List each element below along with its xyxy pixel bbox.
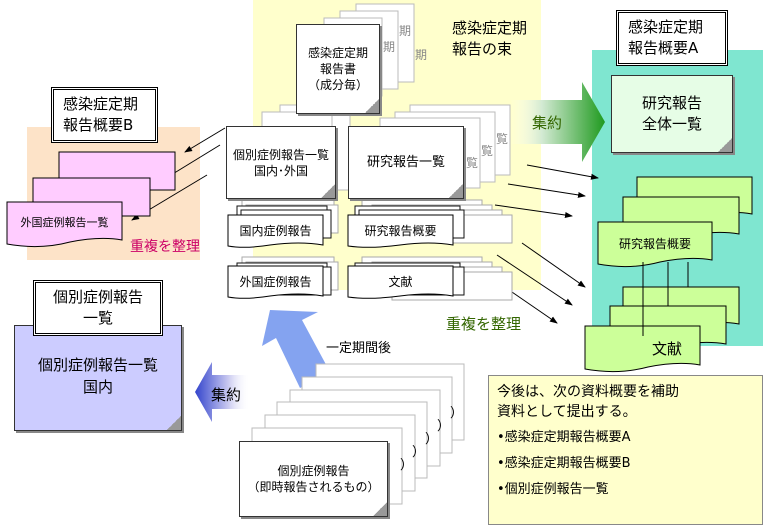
bundle-label-line1: 感染症定期 (452, 19, 528, 37)
dedup-label-main: 重複を整理 (446, 315, 522, 333)
literature-doc: 文献 (388, 275, 413, 289)
title-case-list-line2: 一覧 (82, 309, 113, 327)
note-bullet: •感染症定期報告概要A (497, 430, 631, 445)
note-bullet: •感染症定期報告概要B (497, 456, 631, 471)
literature-a-doc: 文献 (650, 338, 685, 359)
ghost-list-suffix-3: 覧 (466, 156, 479, 170)
research-overall-doc: 研究報告 全体一覧 (611, 75, 733, 153)
note-line2: 資料として提出する。 (497, 404, 637, 420)
individual-report-line2: （即時報告されるもの） (247, 480, 380, 494)
title-summary-a-line2: 報告概要A (628, 39, 699, 57)
domestic-list-doc: 個別症例報告一覧 国内 (14, 325, 182, 431)
ghost-paren-2: ） (437, 419, 451, 434)
page-fold-icon (718, 138, 732, 152)
note-bullet: •個別症例報告一覧 (497, 482, 609, 497)
ghost-paren-5: ） (400, 458, 414, 473)
periodic-report-line2: 報告書 (319, 62, 356, 76)
title-summary-b-line1: 感染症定期 (63, 95, 139, 113)
ghost-suffix-3: 期 (415, 48, 428, 62)
page-fold-icon (449, 184, 463, 198)
page-fold-icon (321, 184, 335, 198)
title-summary-a: 感染症定期 報告概要A (616, 10, 728, 66)
title-summary-a-line1: 感染症定期 (628, 18, 704, 36)
periodic-report-line3: （成分毎） (307, 78, 368, 92)
page-fold-icon (167, 416, 181, 430)
individual-report-doc: 個別症例報告 （即時報告されるもの） (239, 441, 388, 517)
research-summary-doc: 研究報告概要 (364, 224, 437, 238)
ghost-suffix-1: 期 (399, 24, 412, 38)
case-list-line2: 国内･外国 (253, 163, 308, 178)
research-list-doc: 研究報告一覧 (348, 126, 464, 199)
domestic-case-doc: 国内症例報告 (239, 224, 312, 238)
title-case-list-line1: 個別症例報告 (52, 288, 143, 306)
foreign-case-doc: 外国症例報告 (239, 275, 312, 289)
research-summary-a-doc: 研究報告概要 (618, 237, 691, 251)
ghost-suffix-2: 期 (383, 40, 396, 54)
title-summary-b: 感染症定期 報告概要B (51, 87, 158, 143)
title-case-list: 個別症例報告 一覧 (33, 280, 163, 336)
research-list-label: 研究報告一覧 (366, 154, 445, 170)
bundle-label: 感染症定期 報告の束 (452, 18, 527, 60)
bundle-label-line2: 報告の束 (452, 40, 513, 58)
research-overall-line1: 研究報告 (641, 94, 702, 112)
after-period-label: 一定期間後 (326, 341, 392, 356)
title-summary-b-line2: 報告概要B (63, 116, 134, 134)
page-fold-icon (373, 502, 387, 516)
after-period-arrow (262, 310, 330, 388)
research-overall-line2: 全体一覧 (641, 115, 702, 133)
domestic-list-line2: 国内 (82, 378, 113, 396)
ghost-paren-4: ） (412, 445, 426, 460)
ghost-paren-1: ） (450, 406, 464, 421)
periodic-report-doc: 感染症定期 報告書 （成分毎） (296, 24, 380, 114)
individual-report-line1: 個別症例報告 (277, 464, 350, 478)
case-list-line1: 個別症例報告一覧 (232, 147, 329, 162)
consolidate-label-right: 集約 (532, 114, 563, 132)
ghost-list-suffix-2: 覧 (481, 144, 494, 158)
foreign-list-b-doc: 外国症例報告一覧 (20, 216, 109, 229)
consolidate-label-left: 集約 (211, 386, 242, 404)
dedup-label-b: 重複を整理 (130, 239, 200, 255)
periodic-report-line1: 感染症定期 (307, 46, 368, 60)
note-box: 今後は、次の資料概要を補助 資料として提出する。 •感染症定期報告概要A •感染… (488, 375, 763, 525)
domestic-list-line1: 個別症例報告一覧 (37, 356, 158, 374)
ghost-paren-3: ） (425, 432, 439, 447)
case-list-doc: 個別症例報告一覧 国内･外国 (226, 126, 336, 199)
note-line1: 今後は、次の資料概要を補助 (497, 384, 679, 400)
consolidate-arrow-left (195, 362, 250, 422)
consolidate-arrow-right (510, 82, 605, 162)
page-fold-icon (365, 99, 379, 113)
ghost-list-suffix-1: 覧 (496, 132, 509, 146)
